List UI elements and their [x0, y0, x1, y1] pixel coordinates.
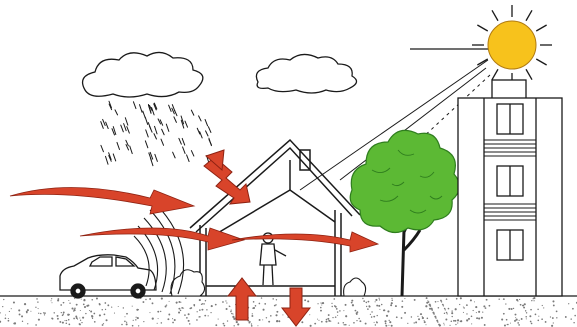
wind-arrow-top [10, 187, 194, 214]
cloud-icon-right [256, 54, 356, 93]
bush-icon [171, 270, 366, 296]
ground-heat-arrows [228, 278, 310, 326]
car-icon [60, 255, 156, 298]
tree-icon [350, 130, 459, 296]
building-roof-box [492, 80, 526, 100]
person-icon [260, 233, 286, 285]
arrow-down-icon [282, 288, 310, 326]
cloud-icon [83, 52, 203, 97]
wind-arrow-through-house [232, 232, 378, 252]
sun-icon [410, 5, 552, 85]
building-icon [458, 80, 562, 296]
wind-arrow-icon [10, 187, 378, 252]
rain-icon [101, 101, 212, 165]
